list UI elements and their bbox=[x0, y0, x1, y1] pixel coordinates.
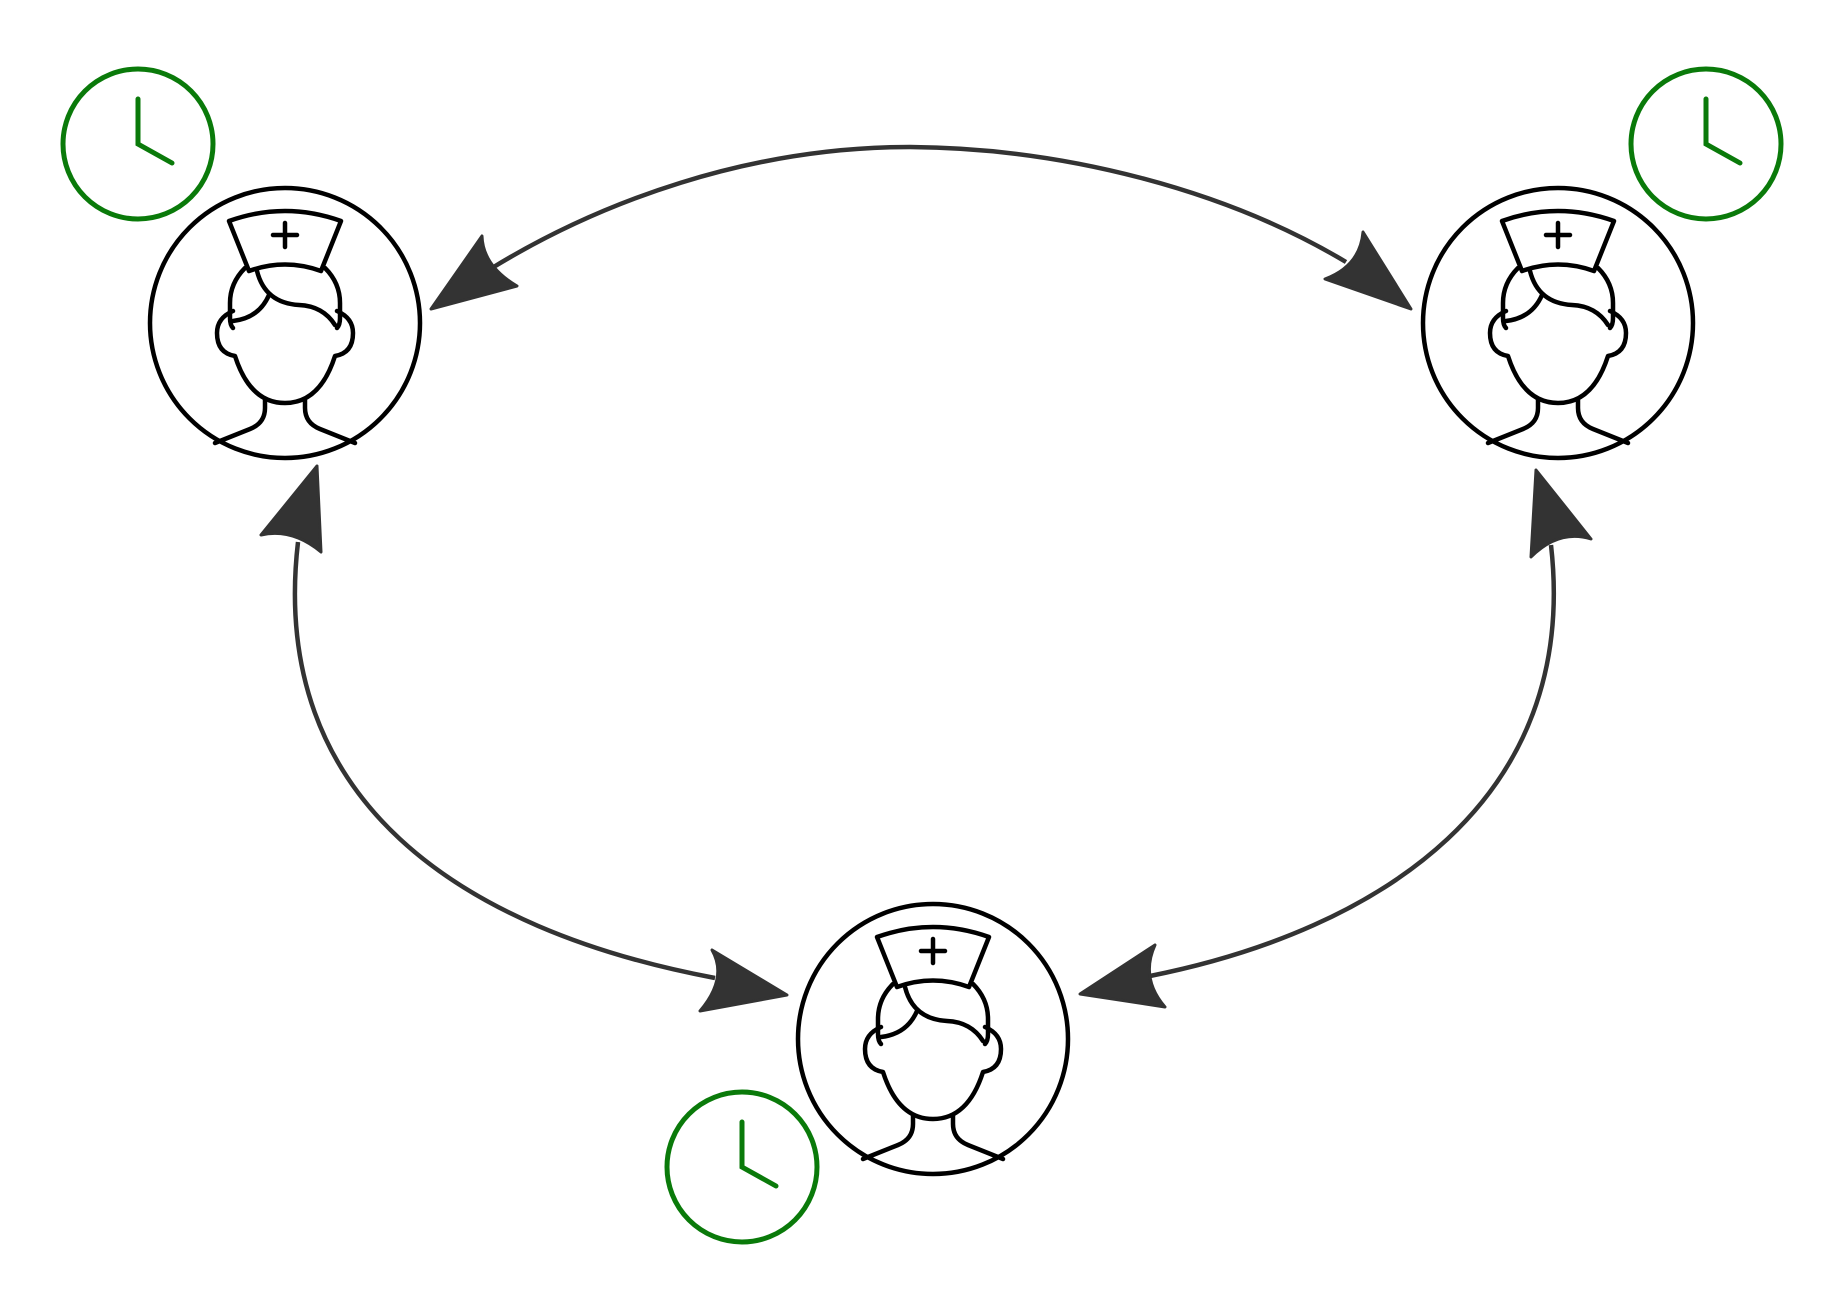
node-nurse-top-left[interactable] bbox=[63, 69, 420, 458]
arrowhead-top-left bbox=[429, 234, 519, 311]
clock-icon bbox=[1631, 69, 1781, 219]
node-nurse-bottom[interactable] bbox=[667, 904, 1068, 1242]
arrowheads-layer bbox=[259, 230, 1593, 1013]
clock-icon bbox=[667, 1092, 817, 1242]
nurse-icon bbox=[1423, 188, 1693, 458]
nurse-icon bbox=[150, 188, 420, 458]
edge-top-left-to-bottom bbox=[292, 541, 716, 981]
nurse-icon bbox=[798, 904, 1068, 1174]
node-nurse-top-right[interactable] bbox=[1423, 69, 1781, 458]
arrowhead-left-bottom bbox=[698, 948, 789, 1013]
arrowhead-right-bottom bbox=[1078, 943, 1167, 1009]
edge-top-right-to-bottom bbox=[1149, 544, 1557, 979]
clock-icon bbox=[63, 69, 213, 219]
arrowhead-top-right bbox=[1323, 230, 1413, 311]
arrowhead-right-top bbox=[1529, 468, 1593, 559]
arrowhead-left-top bbox=[259, 464, 323, 554]
edges-layer bbox=[292, 144, 1557, 981]
edge-top-left-to-top-right bbox=[490, 144, 1348, 270]
